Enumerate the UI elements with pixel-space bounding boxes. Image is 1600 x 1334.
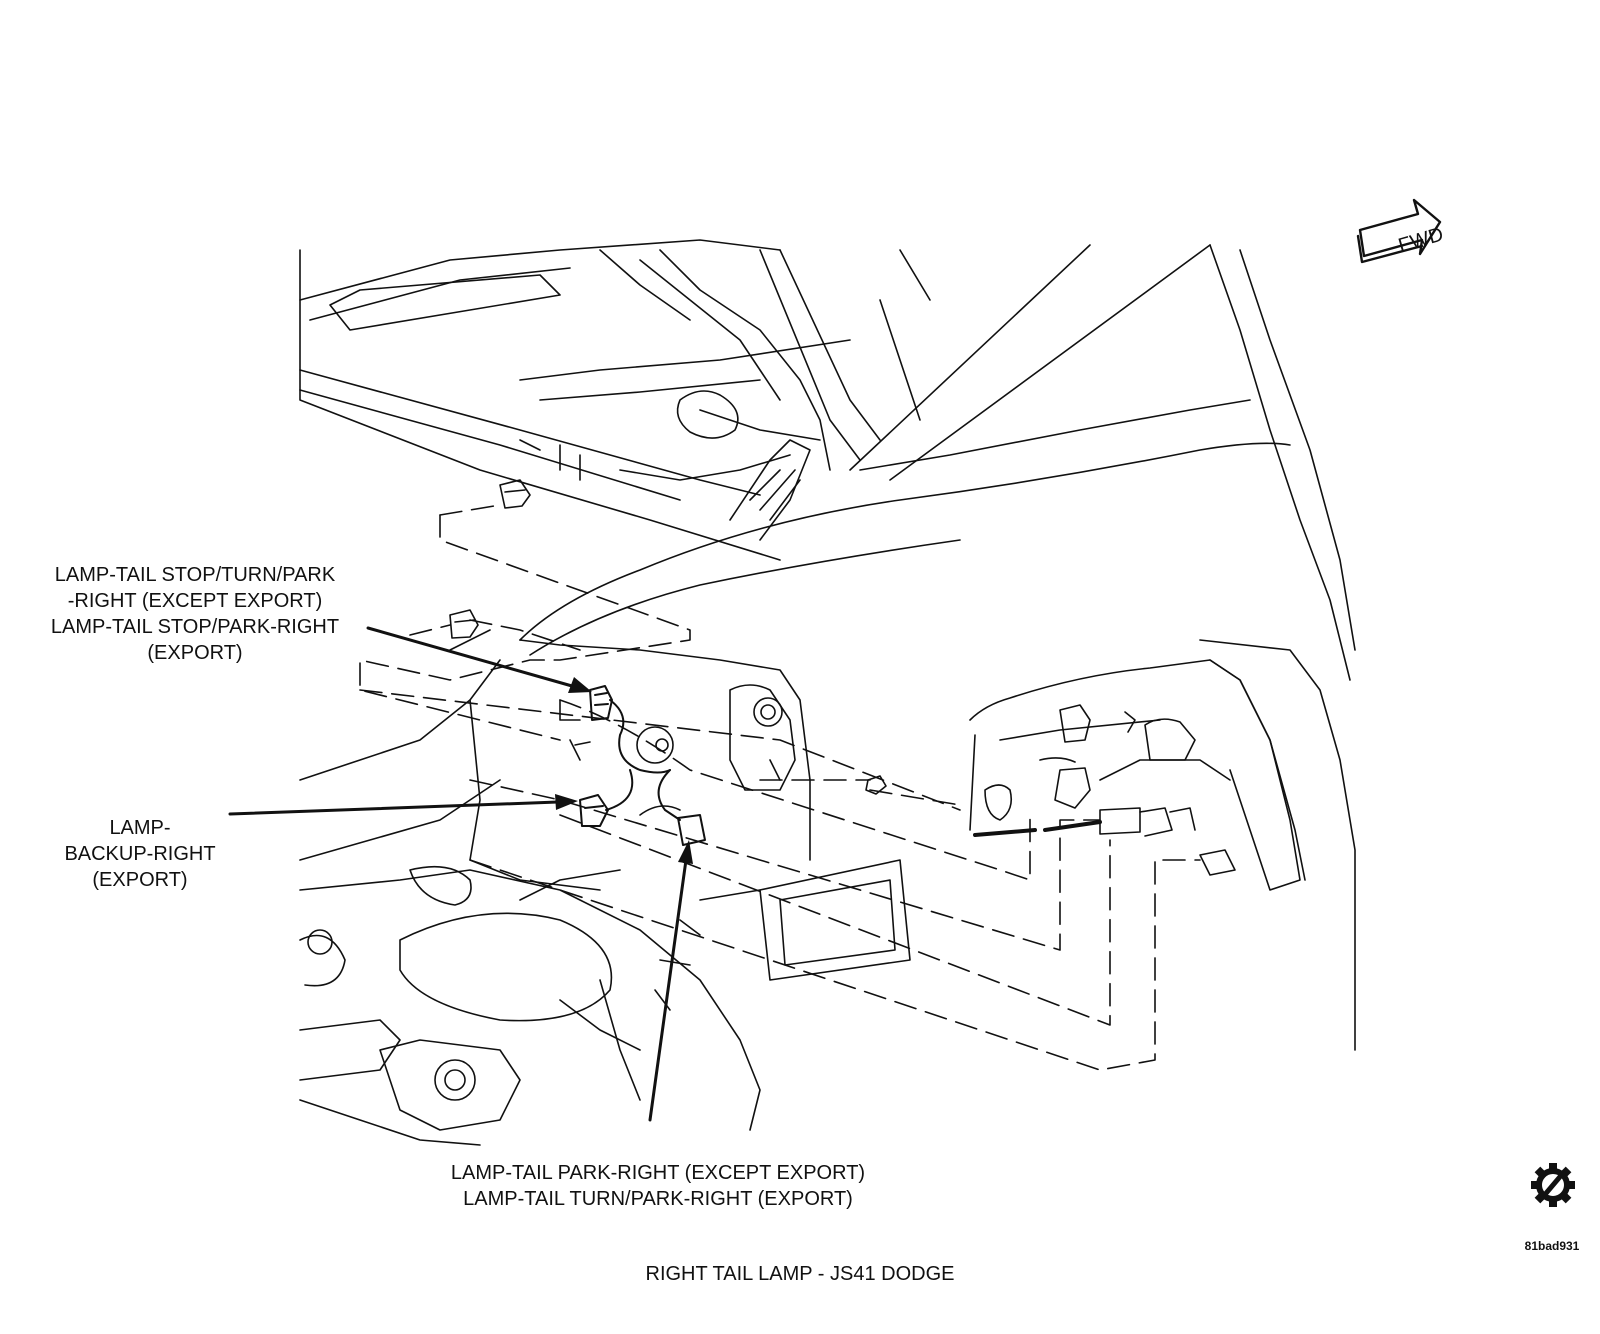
callout-line: BACKUP-RIGHT <box>64 843 216 865</box>
park-lamp-callout: LAMP-TAIL PARK-RIGHT (EXCEPT EXPORT) LAM… <box>408 1160 908 1212</box>
callout-line: LAMP-TAIL TURN/PARK-RIGHT (EXPORT) <box>463 1188 853 1210</box>
c-pillar-outline <box>759 244 1356 681</box>
lamp-pocket-outline <box>469 639 811 891</box>
tail-lamp-callout: LAMP-TAIL STOP/TURN/PARK -RIGHT (EXCEPT … <box>20 562 370 666</box>
trunk-deck-outline <box>299 239 851 561</box>
callout-line: -RIGHT (EXCEPT EXPORT) <box>67 590 323 612</box>
callout-line: LAMP-TAIL PARK-RIGHT (EXCEPT EXPORT) <box>450 1162 866 1184</box>
callout-leaders <box>228 626 693 1122</box>
wiring-connectors <box>579 685 706 846</box>
tail-lamp-assembly <box>969 659 1306 891</box>
callout-line: LAMP-TAIL STOP/TURN/PARK <box>54 564 336 586</box>
callout-line: (EXPORT) <box>92 869 188 891</box>
figure-caption: RIGHT TAIL LAMP - JS41 DODGE <box>645 1263 955 1285</box>
quarter-panel-outline <box>299 442 1356 1051</box>
callout-line: LAMP-TAIL STOP/PARK-RIGHT <box>50 616 340 638</box>
assembly-dashed-lines <box>359 504 1201 1071</box>
callout-line: LAMP- <box>109 817 171 839</box>
lower-body-outline <box>299 859 911 1146</box>
figure-code: 81bad931 <box>1524 1239 1580 1253</box>
backup-lamp-callout: LAMP- BACKUP-RIGHT (EXPORT) <box>40 815 240 893</box>
service-gear-icon <box>1531 1163 1575 1207</box>
fwd-arrow-icon <box>1356 198 1442 264</box>
harness-segments <box>973 820 1102 837</box>
callout-line: (EXPORT) <box>147 642 243 664</box>
